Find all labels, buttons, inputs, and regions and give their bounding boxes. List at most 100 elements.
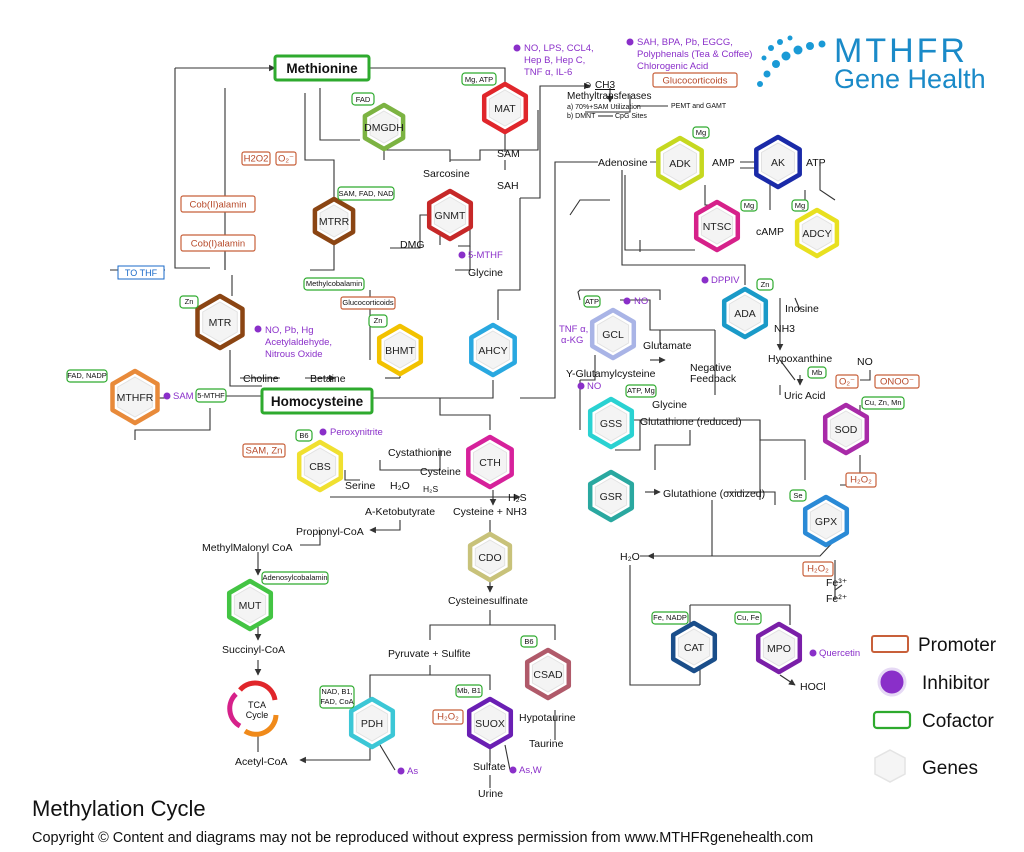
gene-label-gsr: GSR	[600, 491, 623, 503]
gene-ntsc: NTSC	[693, 199, 741, 253]
gene-mtrr: MTRR	[312, 196, 356, 246]
amp-label: AMP	[712, 157, 735, 169]
gene-inner-mthfr	[117, 376, 153, 418]
cofactor-mat: Mg, ATP	[465, 75, 493, 84]
ch3-label: CH3	[595, 80, 615, 91]
promoter-glucocorticoids-bhmt: Glucocorticoids	[342, 298, 394, 307]
cofactor-mtrr: SAM, FAD, NAD	[338, 189, 394, 198]
inhibitor-gcl-tnf-2: α-KG	[561, 335, 583, 346]
gene-inner-gss	[594, 404, 628, 442]
gene-adcy: ADCY	[794, 207, 840, 259]
gene-swatch-icon	[874, 749, 906, 783]
gene-sod: SOD	[822, 402, 870, 456]
cofactor-adenosylcobalamin: Adenosylcobalamin	[262, 573, 327, 582]
inhibitor-dot-top	[626, 38, 634, 46]
inhibitor-dot-mthfr	[163, 392, 171, 400]
inhibitor-gcl-no: NO	[634, 296, 648, 307]
tca-cycle-label: Cycle	[246, 710, 269, 720]
taurine-label: Taurine	[529, 738, 564, 750]
glutathione-oxidized-label: Glutathione (oxidized)	[663, 488, 765, 500]
gene-label-ntsc: NTSC	[703, 221, 732, 233]
gene-inner-sod	[829, 410, 863, 448]
gene-inner-ahcy	[476, 330, 510, 370]
inhibitor-top-2: Polyphenals (Tea & Coffee)	[637, 49, 752, 60]
methionine-label: Methionine	[286, 61, 358, 76]
brand-line2: Gene Health	[834, 64, 986, 94]
cofactor-bhmt-zn: Zn	[374, 316, 383, 325]
gene-label-mtr: MTR	[209, 317, 232, 329]
gene-label-gss: GSS	[600, 418, 622, 430]
no-label: NO	[857, 356, 873, 368]
h2o-small-label: H₂O	[390, 480, 410, 492]
copyright-notice: Copyright © Content and diagrams may not…	[32, 830, 813, 846]
gene-label-adcy: ADCY	[802, 228, 831, 240]
serine-label: Serine	[345, 480, 376, 492]
methyltransferases-label: Methyltransferases	[567, 91, 651, 102]
gene-label-adk: ADK	[669, 158, 691, 170]
to-thf-link[interactable]: TO THF	[117, 265, 165, 280]
promoter-sam-zn: SAM, Zn	[246, 446, 283, 457]
gene-label-cth: CTH	[479, 457, 501, 469]
gene-inner-csad	[531, 655, 565, 693]
cofactor-ada-zn: Zn	[761, 280, 770, 289]
y-glutamylcysteine-label: Y-Glutamylcysteine	[566, 368, 656, 380]
inhibitor-mthfr: SAM	[173, 391, 194, 402]
inhibitor-dot-cbs	[319, 428, 327, 436]
gene-label-mtrr: MTRR	[319, 216, 350, 228]
gene-inner-mtrr	[319, 204, 349, 238]
sah-label: SAH	[497, 180, 519, 192]
gene-inner-adcy	[801, 215, 833, 251]
gene-label-bhmt: BHMT	[385, 345, 415, 357]
gene-adk: ADK	[656, 135, 704, 191]
atp-label: ATP	[806, 157, 826, 169]
gene-gcl: GCL	[589, 307, 637, 361]
gene-inner-mat	[488, 89, 522, 127]
tca-cycle: TCA Cycle	[227, 680, 279, 737]
to-thf-label: TO THF	[125, 268, 158, 278]
gene-mtr: MTR	[195, 293, 245, 351]
sam-label: SAM	[497, 148, 520, 160]
gene-label-gnmt: GNMT	[435, 210, 466, 222]
inhibitor-top-3: Chlorogenic Acid	[637, 61, 708, 72]
cofactor-dmgdh: FAD	[356, 95, 371, 104]
inhibitor-mtr-1: NO, Pb, Hg	[265, 325, 314, 336]
gene-ahcy: AHCY	[469, 322, 517, 378]
gene-ak: AK	[754, 134, 802, 190]
gene-label-pdh: PDH	[361, 718, 383, 730]
glycine-label: Glycine	[468, 267, 503, 279]
ch3-minus-icon: ⊖	[584, 80, 592, 90]
gene-ada: ADA	[721, 286, 769, 340]
hypoxanthine-label: Hypoxanthine	[768, 353, 832, 365]
fe3-label: Fe³⁺	[826, 577, 848, 589]
gene-label-cat: CAT	[684, 642, 705, 654]
methyltransferases-block: ⊖ CH3 Methyltransferases a) 70%+SAM Util…	[567, 80, 727, 120]
gene-inner-gsr	[594, 477, 628, 515]
methionine-box: Methionine	[273, 54, 371, 82]
promoter-cob1: Cob(I)alamin	[191, 239, 245, 250]
legend: Promoter Inhibitor Cofactor Genes	[871, 635, 997, 783]
gene-label-ahcy: AHCY	[478, 345, 507, 357]
inhibitor-dot-suox	[509, 766, 517, 774]
gene-cth: CTH	[466, 434, 514, 490]
inhibitor-mpo: Quercetin	[819, 648, 860, 659]
gene-cbs: CBS	[296, 439, 344, 493]
gene-inner-mut	[233, 586, 267, 624]
promoter-o2-sod: O₂⁻	[839, 377, 855, 388]
gene-inner-pdh	[355, 704, 389, 742]
inhibitor-mtr-2: Acetylaldehyde,	[265, 337, 332, 348]
cofactor-adcy-mg: Mg	[795, 201, 805, 210]
cofactor-pdh-2: FAD, CoA	[320, 697, 353, 706]
h2s-small-label: H₂S	[423, 484, 438, 494]
cofactor-sod: Cu, Zn, Mn	[864, 398, 901, 407]
gene-label-gcl: GCL	[602, 329, 624, 341]
acetyl-coa-label: Acetyl-CoA	[235, 756, 288, 768]
inhibitor-pdh: As	[407, 766, 418, 777]
inhibitor-dot-pdh	[397, 767, 405, 775]
gene-inner-mtr	[202, 301, 238, 343]
adenosine-label: Adenosine	[598, 157, 648, 169]
glycine-gss-label: Glycine	[652, 399, 687, 411]
cofactor-methylcobalamin: Methylcobalamin	[306, 279, 362, 288]
hocl-label: HOCl	[800, 681, 826, 693]
propionyl-coa-label: Propionyl-CoA	[296, 526, 364, 538]
